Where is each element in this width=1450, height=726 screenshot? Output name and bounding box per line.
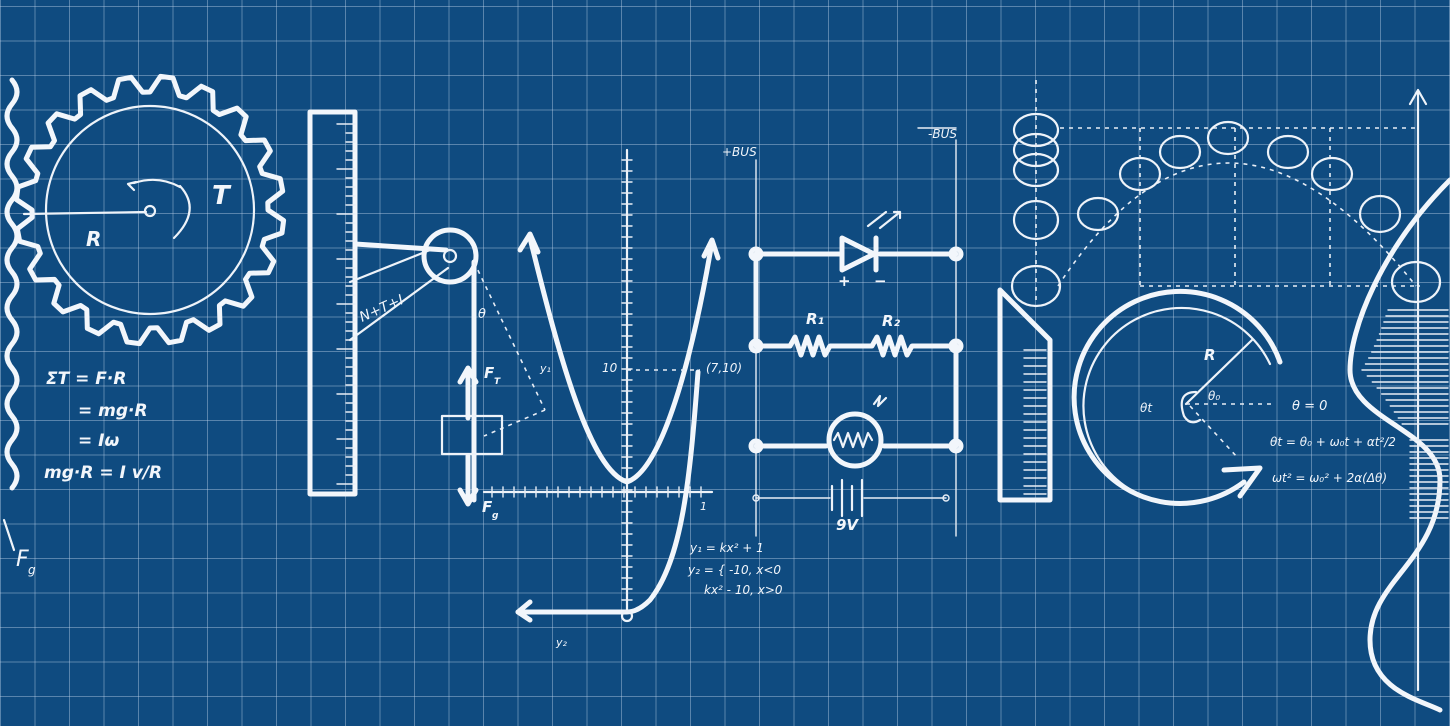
radius-label: R (86, 227, 101, 251)
torque-arrow (172, 184, 191, 240)
weight-label: F (482, 498, 493, 516)
letter-s-circuit: +BUS -BUS + − R₁ R₂ 9V (722, 127, 964, 537)
wedge-block (997, 287, 1053, 503)
wave-hatching (1361, 309, 1449, 519)
tension-sub: T (494, 377, 501, 387)
force-g-label: F (16, 547, 29, 572)
gravity-arrow (457, 453, 479, 507)
weight-sub: g (492, 511, 499, 521)
gear-inner-circle (44, 104, 256, 316)
theta-zero-label: θ = 0 (1292, 399, 1327, 414)
gear-hub (143, 204, 157, 218)
diode-icon (839, 235, 879, 273)
parabola-curve (527, 235, 715, 485)
torque-eq-2: = mg·R (78, 401, 148, 421)
torque-eq-4: mg·R = I v/R (44, 463, 162, 483)
hanging-mass (440, 414, 504, 456)
letter-p-gear: F g R T ΣT = F·R = mg·R = Iω mg·R = I v/… (2, 73, 287, 577)
piecewise-curve (515, 369, 701, 615)
ruler-bar (307, 109, 358, 497)
resistors-icon (787, 334, 959, 358)
force-g-sub: g (28, 563, 36, 577)
axis-y2-label: y₂ (555, 636, 568, 649)
voltage-label: 9V (836, 516, 859, 534)
rotation-eq-2: ωt² = ω₀² + 2α(Δθ) (1272, 471, 1387, 485)
rotation-eq-1: θt = θ₀ + ω₀t + αt²/2 (1270, 435, 1396, 449)
rotation-radius (1184, 338, 1254, 406)
ramp-lines (348, 248, 450, 342)
ruler-ticks (336, 123, 356, 485)
rotation-arrowhead (1221, 465, 1263, 499)
letter-s-wave (1347, 177, 1450, 713)
torque-eq-3: = Iω (78, 431, 119, 451)
pulley-arm (352, 241, 449, 253)
letter-c-rotation: R θt θ₀ θ = 0 θt = θ₀ + ω₀t + αt²/2 ωt² … (1071, 288, 1396, 506)
projectile-arc (1057, 88, 1442, 692)
letter-h-pulley: N+T+I θ F T F g (307, 109, 546, 521)
torque-label: T (212, 181, 232, 211)
resistor-1-label: R₁ (806, 310, 824, 328)
rotation-arc (1071, 288, 1283, 506)
letter-i-wedge (997, 80, 1062, 503)
pos-bus-label: +BUS (722, 145, 757, 159)
resistor-2-label: R₂ (882, 312, 901, 330)
diode-minus: − (874, 272, 887, 290)
tension-arrow (457, 365, 479, 421)
battery-icon (830, 478, 864, 518)
gear-icon (13, 73, 287, 347)
diode-plus: + (838, 272, 851, 290)
ramp-label: N+T+I (357, 292, 406, 326)
theta-0-label: θ₀ (1208, 389, 1220, 403)
wavy-rack (4, 77, 20, 491)
point-label: (7,10) (706, 361, 742, 375)
rotation-radius-label: R (1204, 346, 1216, 364)
gear-teeth (13, 73, 287, 347)
x-tick-label: 1 (700, 500, 707, 513)
x-axis-ticks (491, 486, 702, 498)
y-mark-label: 10 (602, 361, 618, 375)
letter-y-graph: 10 (7,10) y₁ 1 y₁ = kx² + 1 y₂ = { -10, … (482, 148, 783, 649)
neg-bus-label: -BUS (928, 127, 957, 141)
angle-label: θ (478, 307, 486, 322)
lamp-icon (826, 411, 884, 469)
theta-t-label: θt (1140, 401, 1153, 415)
graph-eq-c: kx² - 10, x>0 (704, 583, 783, 597)
stacked-circles (1010, 112, 1062, 308)
sine-wave (1347, 177, 1450, 713)
graph-eq-a: y₁ = kx² + 1 (689, 541, 764, 555)
tension-label: F (484, 364, 495, 382)
radius-line (22, 210, 148, 216)
y-axis-ticks (621, 159, 633, 601)
pulley-wheel-icon (421, 227, 479, 285)
torque-eq-1: ΣT = F·R (46, 369, 126, 389)
graph-eq-b: y₂ = { -10, x<0 (687, 563, 781, 577)
curve-label: y₁ (539, 362, 551, 375)
wedge-ticks (1023, 349, 1047, 495)
vertical-arrow (1408, 88, 1428, 692)
circuit-bottom-wire (753, 343, 959, 449)
